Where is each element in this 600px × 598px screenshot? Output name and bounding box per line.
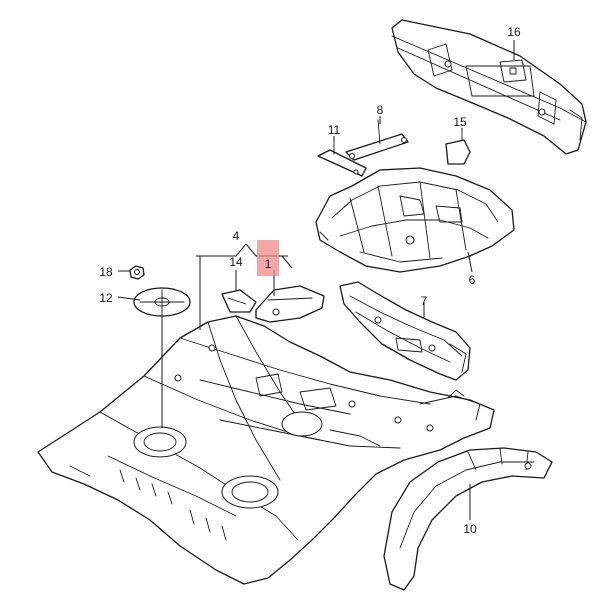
part-11-small-bracket — [317, 141, 367, 177]
part-14-bracket — [221, 289, 257, 313]
part-6-spare-wheel-tub — [315, 167, 515, 273]
part-7-side-member — [339, 281, 471, 381]
part-15-clip — [445, 129, 471, 165]
part-1-plate — [255, 285, 325, 323]
callout-11: 11 — [328, 123, 341, 137]
leader-lines — [117, 40, 515, 520]
callout-10: 10 — [463, 522, 477, 536]
part-8-bracket — [345, 119, 409, 161]
part-10-wheel-arch — [383, 447, 553, 591]
callout-16: 16 — [507, 25, 521, 39]
part-12-wheel-bracket — [133, 287, 191, 317]
callout-15: 15 — [453, 115, 467, 129]
callout-4: 4 — [233, 229, 240, 243]
callout-labels: 1 4 6 7 8 10 11 12 14 15 16 18 — [99, 25, 521, 536]
callout-7: 7 — [421, 294, 428, 308]
callout-8: 8 — [377, 103, 384, 117]
callout-12: 12 — [99, 291, 113, 305]
callout-18: 18 — [99, 265, 113, 279]
part-16-rear-panel — [391, 19, 587, 155]
callout-14: 14 — [229, 255, 243, 269]
callout-6: 6 — [469, 273, 476, 287]
main-floor-assembly — [37, 315, 495, 585]
callout-1: 1 — [265, 257, 272, 271]
part-18-nut — [129, 265, 145, 280]
highlight-box — [257, 240, 279, 276]
